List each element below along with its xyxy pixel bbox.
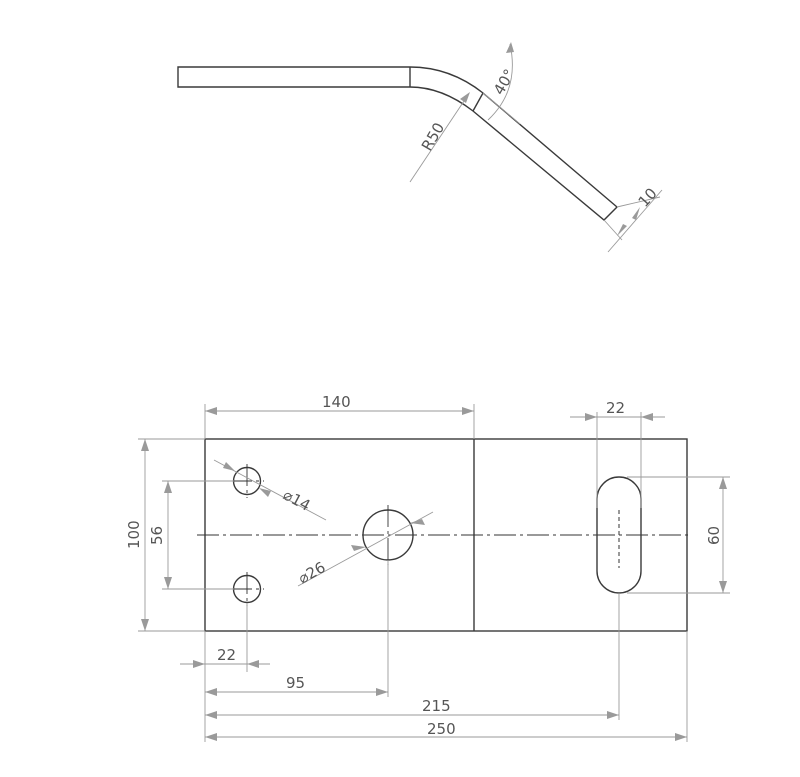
- dim-215-label: 215: [422, 697, 451, 715]
- dim-250-arrow-left: [205, 733, 217, 741]
- hole-large-arrow-a: [351, 545, 366, 551]
- dim-22-slot-arrow-left: [585, 413, 597, 421]
- hole-large-arrow-b: [410, 519, 425, 525]
- hole-small-arrow-b: [259, 488, 271, 497]
- dim-250-arrow-right: [675, 733, 687, 741]
- dim-95-arrow-right: [376, 688, 388, 696]
- thickness-extension-bottom: [603, 219, 623, 241]
- radius-leader: [409, 97, 467, 183]
- dim-250-label: 250: [427, 720, 456, 738]
- angle-arrowhead: [506, 42, 514, 53]
- dim-215-arrow-right: [607, 711, 619, 719]
- hole-large-leader: [297, 511, 434, 587]
- dim-95-label: 95: [286, 674, 305, 692]
- bend-end-line: [472, 92, 484, 112]
- hole-large-label: ⌀26: [295, 558, 328, 587]
- dim-56-label: 56: [148, 526, 166, 545]
- dim-22-hole-label: 22: [217, 646, 236, 664]
- dim-140-arrow-right: [462, 407, 474, 415]
- radius-arrowhead: [460, 92, 470, 103]
- dim-22-hole-arrow-right: [247, 660, 259, 668]
- dim-60-label: 60: [705, 526, 723, 545]
- angle-label: 40°: [490, 66, 519, 98]
- thickness-extension-top: [616, 196, 661, 208]
- dim-100-label: 100: [125, 520, 143, 549]
- dim-60-arrow-top: [719, 477, 727, 489]
- dim-60-arrow-bottom: [719, 581, 727, 593]
- thickness-label: 10: [635, 184, 661, 210]
- side-view: R50 40° 10: [177, 42, 663, 253]
- dim-140-label: 140: [322, 393, 351, 411]
- angle-extension-line: [482, 92, 521, 125]
- dim-56-arrow-top: [164, 481, 172, 493]
- dim-95-arrow-left: [205, 688, 217, 696]
- dim-215-arrow-left: [205, 711, 217, 719]
- angle-arc: [487, 43, 513, 121]
- radius-label: R50: [418, 119, 448, 154]
- plan-view: 140 22 100 56 60 ⌀14: [125, 393, 730, 742]
- thickness-arrowhead-b: [617, 224, 627, 236]
- thickness-dimension-line: [607, 189, 663, 253]
- dim-100-arrow-bottom: [141, 619, 149, 631]
- thickness-arrowhead-a: [632, 207, 640, 220]
- dim-22-slot-label: 22: [606, 399, 625, 417]
- hole-small-arrow-a: [223, 462, 235, 471]
- dim-56-arrow-bottom: [164, 577, 172, 589]
- dim-22-slot-arrow-right: [641, 413, 653, 421]
- dim-100-arrow-top: [141, 439, 149, 451]
- bent-plate-profile: [177, 66, 619, 221]
- dim-22-hole-arrow-left: [193, 660, 205, 668]
- dim-140-arrow-left: [205, 407, 217, 415]
